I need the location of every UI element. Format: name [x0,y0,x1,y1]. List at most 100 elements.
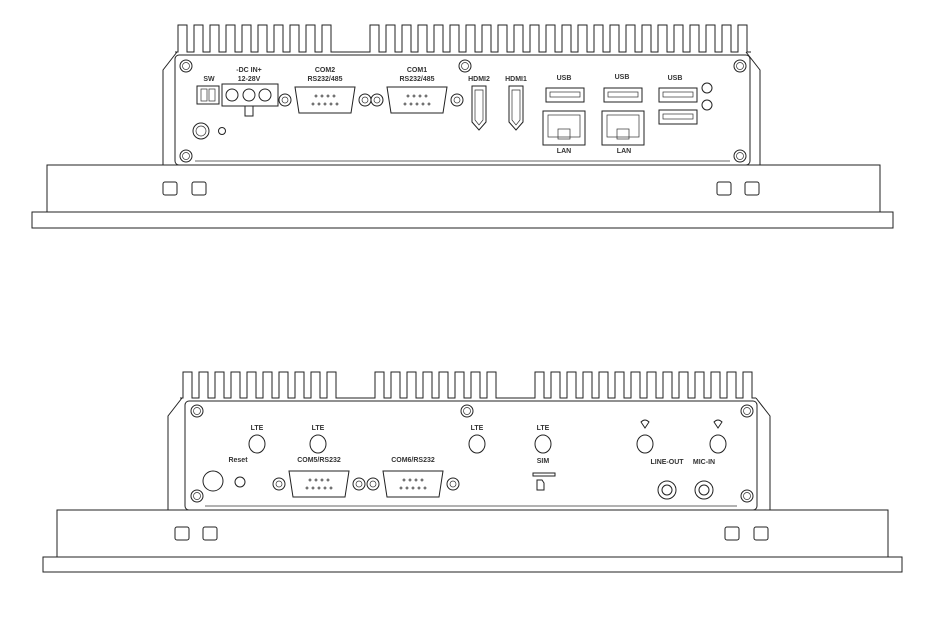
screw-icon [460,404,474,418]
screw-icon [461,62,469,70]
led-indicator [701,82,713,94]
lan-clip [616,128,630,140]
connector-screw-icon [373,96,381,104]
lte-label: LTE [537,425,550,432]
pin [329,102,333,106]
pin [424,94,428,98]
chassis-left-edge [162,51,178,165]
pin [421,102,425,106]
pin [329,486,333,490]
wifi-icon [713,419,723,429]
connector-screw-icon [370,93,384,107]
pin [399,486,403,490]
screw-icon [736,152,744,160]
sim-label: SIM [537,458,550,465]
connector-screw-icon [278,93,292,107]
io-panel [184,400,758,511]
lte-label: LTE [471,425,484,432]
db9-port [386,86,448,114]
usb-label: USB [668,75,683,82]
pin [414,478,418,482]
hdmi-port [471,85,487,131]
usb-port [603,87,643,103]
sw-toggle [208,88,216,102]
pin [423,486,427,490]
pin [320,478,324,482]
pin [335,102,339,106]
pin [317,486,321,490]
usb-tongue [549,91,581,98]
usb-label: USB [615,74,630,81]
connector-screw-icon [446,477,460,491]
pin [420,478,424,482]
connector-screw-icon [369,480,377,488]
terminal-screw [242,88,256,102]
connector-screw-icon [281,96,289,104]
lan-port-inner [547,114,581,138]
lte-label: LTE [251,425,264,432]
usb-tongue [662,113,694,120]
connector-screw-icon [275,480,283,488]
screw-icon [733,149,747,163]
screw-icon [736,62,744,70]
connector-screw-icon [355,480,363,488]
sim-icon [536,479,545,491]
com1-label: COM1 [407,67,427,74]
lan-port-inner [606,114,640,138]
pin [408,478,412,482]
hdmi-port-inner [511,89,521,126]
chassis-right-edge [745,51,761,165]
usb-port [545,87,585,103]
pin [314,478,318,482]
screw-icon [182,62,190,70]
heatsink-fins [175,24,751,53]
lan-label: LAN [617,148,631,155]
pin [418,94,422,98]
sw-toggle [200,88,208,102]
chassis-left-edge [167,397,183,510]
antenna-port [309,434,327,454]
hdmi1-label: HDMI1 [505,76,527,83]
mounting-slot [724,526,740,541]
pin [311,102,315,106]
connector-screw-icon [361,96,369,104]
pin [323,102,327,106]
screw-icon [193,492,201,500]
pin [411,486,415,490]
com2-label: COM2 [315,67,335,74]
sw-switch [196,85,220,105]
sim-slot [532,472,556,477]
connector-screw-icon [352,477,366,491]
mounting-slot [202,526,218,541]
lan-clip [557,128,571,140]
pin [405,486,409,490]
usb-tongue [607,91,639,98]
pin [326,478,330,482]
usb-label: USB [557,75,572,82]
antenna-port [534,434,552,454]
pin [320,94,324,98]
terminal-screw [258,88,272,102]
bezel-bottom [42,556,903,573]
usb-port [658,87,698,103]
com1-type-label: RS232/485 [399,76,434,83]
pin [417,486,421,490]
mounting-slot [753,526,769,541]
pin [403,102,407,106]
screw-icon [182,152,190,160]
mic-in-label: MIC-IN [693,459,715,466]
screw-icon [458,59,472,73]
line-out-jack [657,480,677,500]
pin [409,102,413,106]
pin [415,102,419,106]
connector-screw-icon [358,93,372,107]
db9-port [382,470,444,498]
dc-voltage-label: 12-28V [238,76,261,83]
hdmi-port [508,85,524,131]
antenna-port [709,434,727,454]
chassis-right-edge [755,397,771,510]
ground-screw-icon [218,127,226,135]
pin [311,486,315,490]
mounting-slot [174,526,190,541]
